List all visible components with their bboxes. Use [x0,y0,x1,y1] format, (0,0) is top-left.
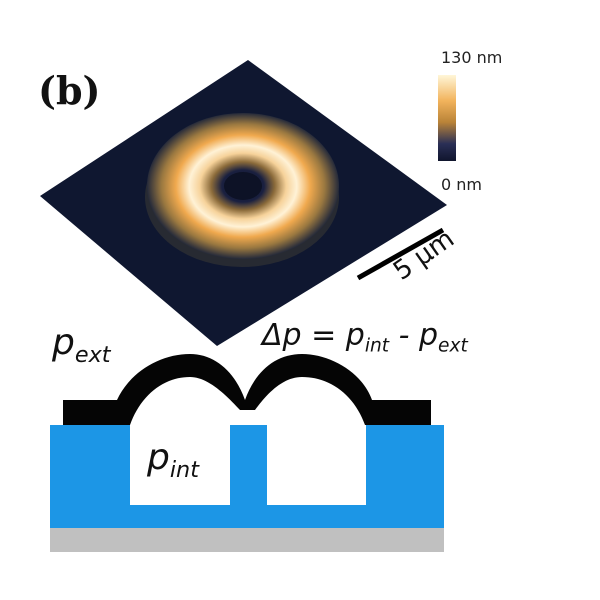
equation-int-sub: int [364,335,390,357]
colorbar-max-label: 130 nm [441,48,503,67]
equation-minus: - [389,318,419,353]
scale-bar [356,227,445,281]
equation-p-int: p [345,318,365,353]
p-int-label: pint [147,437,199,483]
equation-p-ext: p [419,318,439,353]
p-int-sub: int [169,456,199,483]
p-ext-label: pext [52,322,111,368]
cavity-left [130,425,230,505]
p-int-main: p [147,437,170,478]
membrane [63,354,431,425]
substrate [50,425,444,528]
cavity-right [267,425,366,505]
p-ext-main: p [52,322,75,363]
equation-delta: Δp [262,318,302,353]
pressure-equation: Δp = pint - pext [262,318,468,357]
afm-dome-hole [224,172,262,200]
panel-label: (b) [38,68,101,113]
equation-equals: = [301,318,346,353]
equation-ext-sub: ext [438,335,468,357]
colorbar-min-label: 0 nm [441,175,482,194]
p-ext-sub: ext [74,341,111,368]
colorbar [438,75,456,161]
